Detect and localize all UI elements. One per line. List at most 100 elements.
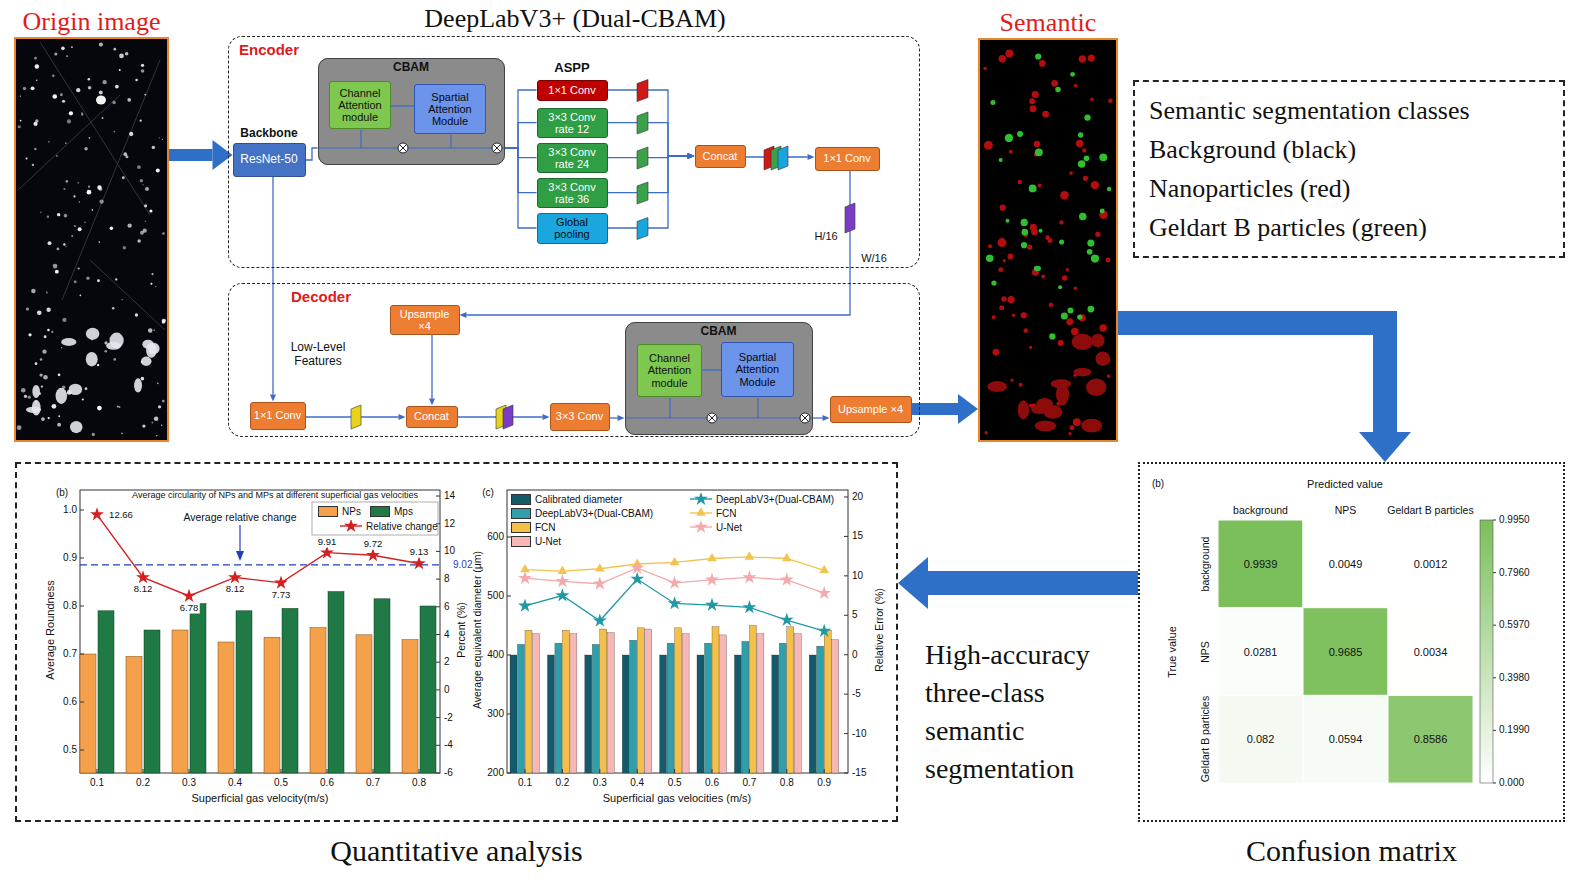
multiply-symbol: [398, 143, 408, 153]
connector-line: [912, 403, 959, 415]
attention-box: Spartial Attention Module: [721, 342, 794, 397]
geldart-mask: [1107, 187, 1111, 191]
bar: [510, 655, 517, 773]
matrix-cell: [1218, 608, 1303, 696]
tick-label: 0.5: [274, 777, 288, 789]
nanoparticle-mask: [1030, 105, 1037, 112]
legend-swatch: [370, 506, 390, 517]
bar: [126, 656, 142, 773]
particle-dot: [26, 158, 28, 160]
particle-blob: [69, 384, 82, 395]
particle-dot: [74, 225, 76, 227]
bar: [518, 644, 525, 773]
heading: Encoder: [239, 41, 299, 58]
particle-dot: [44, 335, 47, 338]
legend-swatch: [318, 506, 338, 517]
particle-dot: [66, 55, 68, 57]
heading: Quantitative analysis: [330, 834, 582, 869]
particle-dot: [161, 425, 162, 426]
tick-label: 600: [487, 531, 504, 543]
particle-dot: [66, 246, 67, 247]
particle-dot: [162, 400, 165, 403]
process-box: 1×1 Conv: [250, 402, 306, 430]
data-label: 9.91: [317, 536, 338, 547]
particle-dot: [127, 223, 131, 227]
geldart-mask: [1017, 131, 1023, 137]
particle-blob: [142, 340, 153, 349]
bar: [720, 635, 727, 773]
tick-label: 4: [444, 629, 450, 641]
arrowhead: [618, 415, 625, 421]
particle-dot: [140, 179, 144, 183]
legend-text: U-Net: [716, 522, 742, 533]
legend-text: FCN: [716, 508, 737, 519]
nanoparticle-mask: [1021, 312, 1027, 318]
series-marker: [274, 576, 288, 589]
heading: Origin image: [23, 7, 161, 37]
cbam-wire: [360, 130, 361, 148]
fiber: [18, 95, 120, 190]
particle-blob: [86, 352, 98, 366]
matrix-cell: [1388, 608, 1473, 696]
particle-dot: [152, 146, 155, 149]
tick-mark: [824, 769, 825, 773]
nanoparticle-mask: [1074, 84, 1078, 88]
nanoparticle-mask: [1044, 405, 1063, 419]
box-label: 1×1 Conv: [254, 409, 301, 421]
tick-label: 0: [444, 684, 450, 696]
geldart-mask: [1058, 285, 1062, 289]
matrix-cell: [1218, 695, 1303, 783]
tick-label: 0.8: [63, 600, 77, 612]
connector: [391, 106, 414, 107]
connector-line: [505, 148, 537, 193]
particle-blob: [86, 328, 100, 340]
geldart-mask: [1005, 134, 1013, 142]
feature-map: [503, 405, 513, 429]
cell-value: 0.0034: [1414, 645, 1448, 658]
legend-text: NPs: [342, 506, 361, 517]
nanoparticle-mask: [1009, 150, 1013, 154]
connector: [608, 153, 695, 193]
panel-letter: (b): [1152, 478, 1164, 490]
multiply-symbol: [492, 143, 502, 153]
particle-dot: [52, 74, 55, 77]
particle-dot: [101, 117, 103, 119]
particle-dot: [18, 125, 21, 128]
particle-dot: [154, 417, 159, 422]
particle-blob: [96, 96, 106, 105]
tick-label: 0.1: [518, 777, 532, 789]
geldart-mask: [1021, 242, 1027, 248]
box-label: Upsample ×4: [394, 308, 456, 332]
particle-dot: [135, 313, 138, 316]
colorbar: [1480, 520, 1493, 783]
nanoparticle-mask: [1079, 55, 1086, 62]
tick-mark: [844, 773, 848, 774]
nanoparticle-mask: [1038, 183, 1042, 187]
geldart-mask: [1079, 213, 1087, 221]
tick-label: 0.3980: [1499, 672, 1530, 684]
nanoparticle-mask: [1005, 50, 1013, 58]
cell-value: 0.0281: [1244, 645, 1278, 658]
tick-label: 0.8: [780, 777, 794, 789]
connector: [505, 123, 537, 148]
connector-line: [608, 156, 688, 228]
nanoparticle-mask: [1023, 328, 1028, 333]
tick-label: 0.9: [817, 777, 831, 789]
nanoparticle-mask: [1095, 232, 1100, 237]
plot-frame: [80, 490, 440, 773]
particle-dot: [88, 86, 92, 90]
tick-label: 0.7: [63, 648, 77, 660]
feature-map: [637, 147, 648, 169]
legend-entry: DeepLabV3+(Dual-CBAM): [511, 505, 653, 521]
aspp-branch: Global pooling: [537, 213, 608, 244]
series-marker: [593, 576, 607, 589]
particle-dot: [31, 86, 35, 90]
geldart-mask: [1067, 307, 1073, 313]
data-label: 8.12: [225, 584, 246, 595]
particle-dot: [54, 53, 57, 56]
particle-dot: [104, 350, 107, 353]
arrowhead: [688, 153, 695, 159]
tick-label: 15: [852, 531, 863, 543]
nanoparticle-mask: [988, 244, 992, 248]
particle-dot: [40, 212, 42, 214]
